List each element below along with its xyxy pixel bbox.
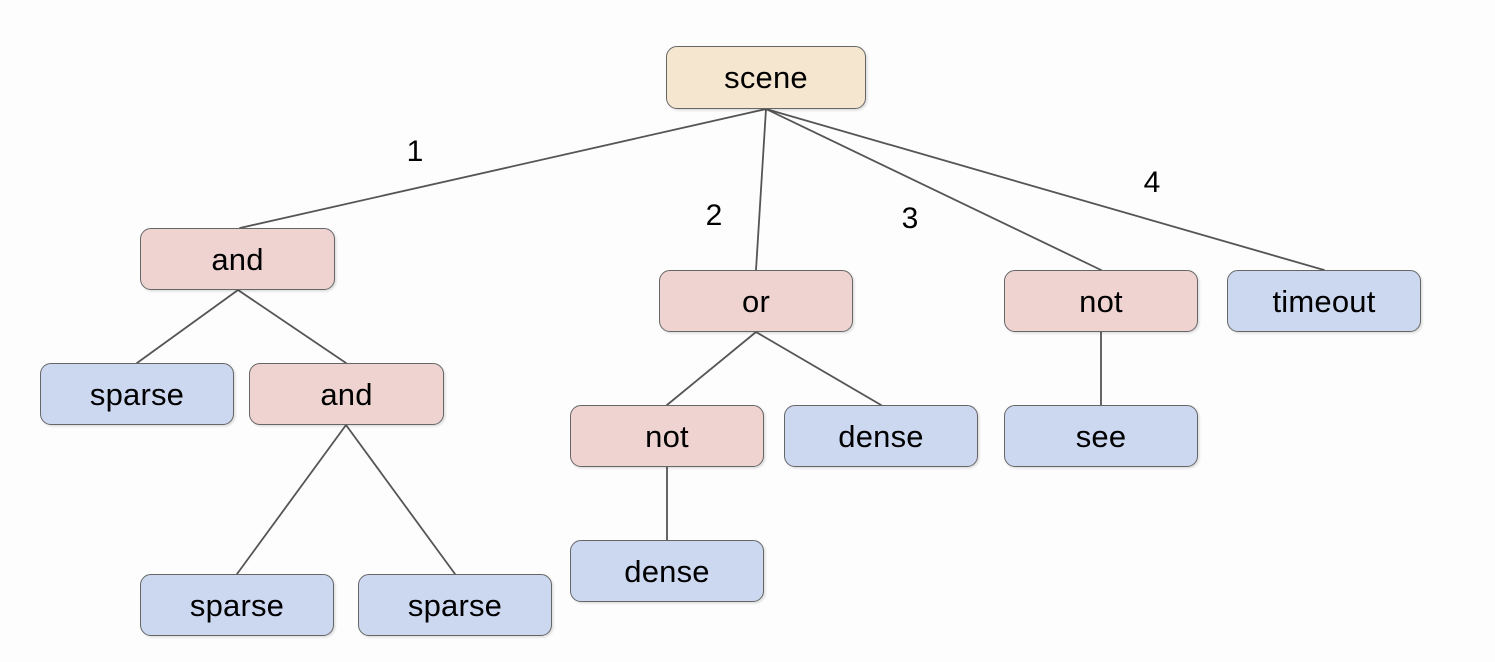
tree-node-sparse2[interactable]: sparse: [140, 574, 334, 636]
tree-node-label: timeout: [1272, 283, 1376, 319]
tree-node-and1[interactable]: and: [140, 228, 335, 290]
edge-and1-to-and2: [237, 289, 347, 364]
edge-scene-to-or1: [755, 108, 767, 271]
tree-node-sparse1[interactable]: sparse: [40, 363, 234, 425]
edge-label-3: 3: [901, 202, 919, 235]
edge-or1-to-not2: [666, 331, 757, 406]
tree-node-label: and: [211, 241, 264, 277]
tree-node-label: sparse: [89, 376, 185, 412]
tree-node-or1[interactable]: or: [659, 270, 853, 332]
tree-node-label: sparse: [407, 587, 503, 623]
tree-node-and2[interactable]: and: [249, 363, 444, 425]
tree-node-label: see: [1075, 418, 1127, 454]
edge-label-4: 4: [1143, 166, 1161, 199]
tree-node-label: and: [320, 376, 373, 412]
edge-scene-to-and1: [239, 108, 767, 229]
tree-node-label: not: [1079, 283, 1123, 319]
tree-node-sparse3[interactable]: sparse: [358, 574, 552, 636]
edge-and1-to-sparse1: [136, 289, 239, 364]
tree-node-not2[interactable]: not: [570, 405, 764, 467]
edge-scene-to-timeout1: [765, 108, 1325, 271]
edge-or1-to-dense1: [755, 331, 882, 406]
tree-node-dense2[interactable]: dense: [570, 540, 764, 602]
tree-node-see1[interactable]: see: [1004, 405, 1198, 467]
tree-node-label: dense: [838, 418, 924, 454]
edge-label-2: 2: [705, 199, 723, 232]
tree-node-dense1[interactable]: dense: [784, 405, 978, 467]
tree-node-not1[interactable]: not: [1004, 270, 1198, 332]
tree-node-label: sparse: [189, 587, 285, 623]
tree-node-label: or: [742, 283, 770, 319]
tree-node-label: dense: [624, 553, 710, 589]
tree-node-label: scene: [724, 60, 808, 95]
edge-and2-to-sparse2: [236, 424, 347, 575]
tree-node-label: not: [645, 418, 689, 454]
edge-label-1: 1: [406, 135, 424, 168]
edge-scene-to-not1: [765, 108, 1102, 271]
tree-node-scene[interactable]: scene: [666, 46, 866, 109]
edge-and2-to-sparse3: [345, 424, 456, 575]
tree-node-timeout1[interactable]: timeout: [1227, 270, 1421, 332]
